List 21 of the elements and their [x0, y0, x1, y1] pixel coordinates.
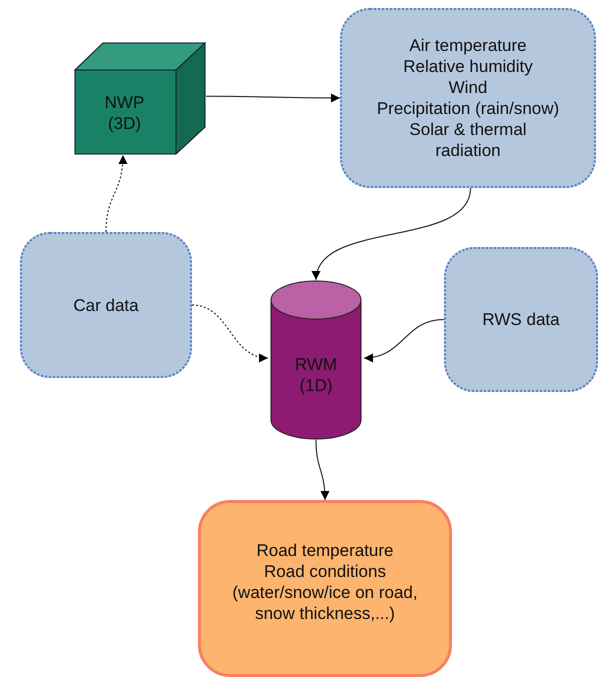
node-label: RWM (1D)	[294, 354, 338, 396]
arrow	[314, 188, 472, 280]
node-label: Road conditions (water/snow/ice on road, snow thickness,...)	[231, 560, 419, 624]
arrow	[364, 319, 444, 362]
arrow	[316, 440, 330, 500]
node-label: Precipitation (rain/snow)	[376, 98, 560, 119]
node-label: RWS data	[482, 309, 560, 330]
process-box	[444, 247, 598, 392]
node-label: NWP (3D)	[104, 92, 146, 134]
output-box	[198, 500, 452, 677]
node-label: Car data	[73, 294, 139, 316]
node-label: Air temperature	[409, 35, 527, 56]
node-label: Road temperature	[256, 540, 394, 560]
arrow	[192, 304, 268, 362]
node-label: Relative humidity	[403, 56, 533, 77]
process-box	[20, 232, 192, 378]
arrow	[106, 154, 128, 232]
node-label: Wind	[448, 77, 488, 98]
node-label: Solar & thermal radiation	[408, 119, 528, 161]
process-box	[340, 8, 596, 188]
arrow	[206, 93, 340, 102]
